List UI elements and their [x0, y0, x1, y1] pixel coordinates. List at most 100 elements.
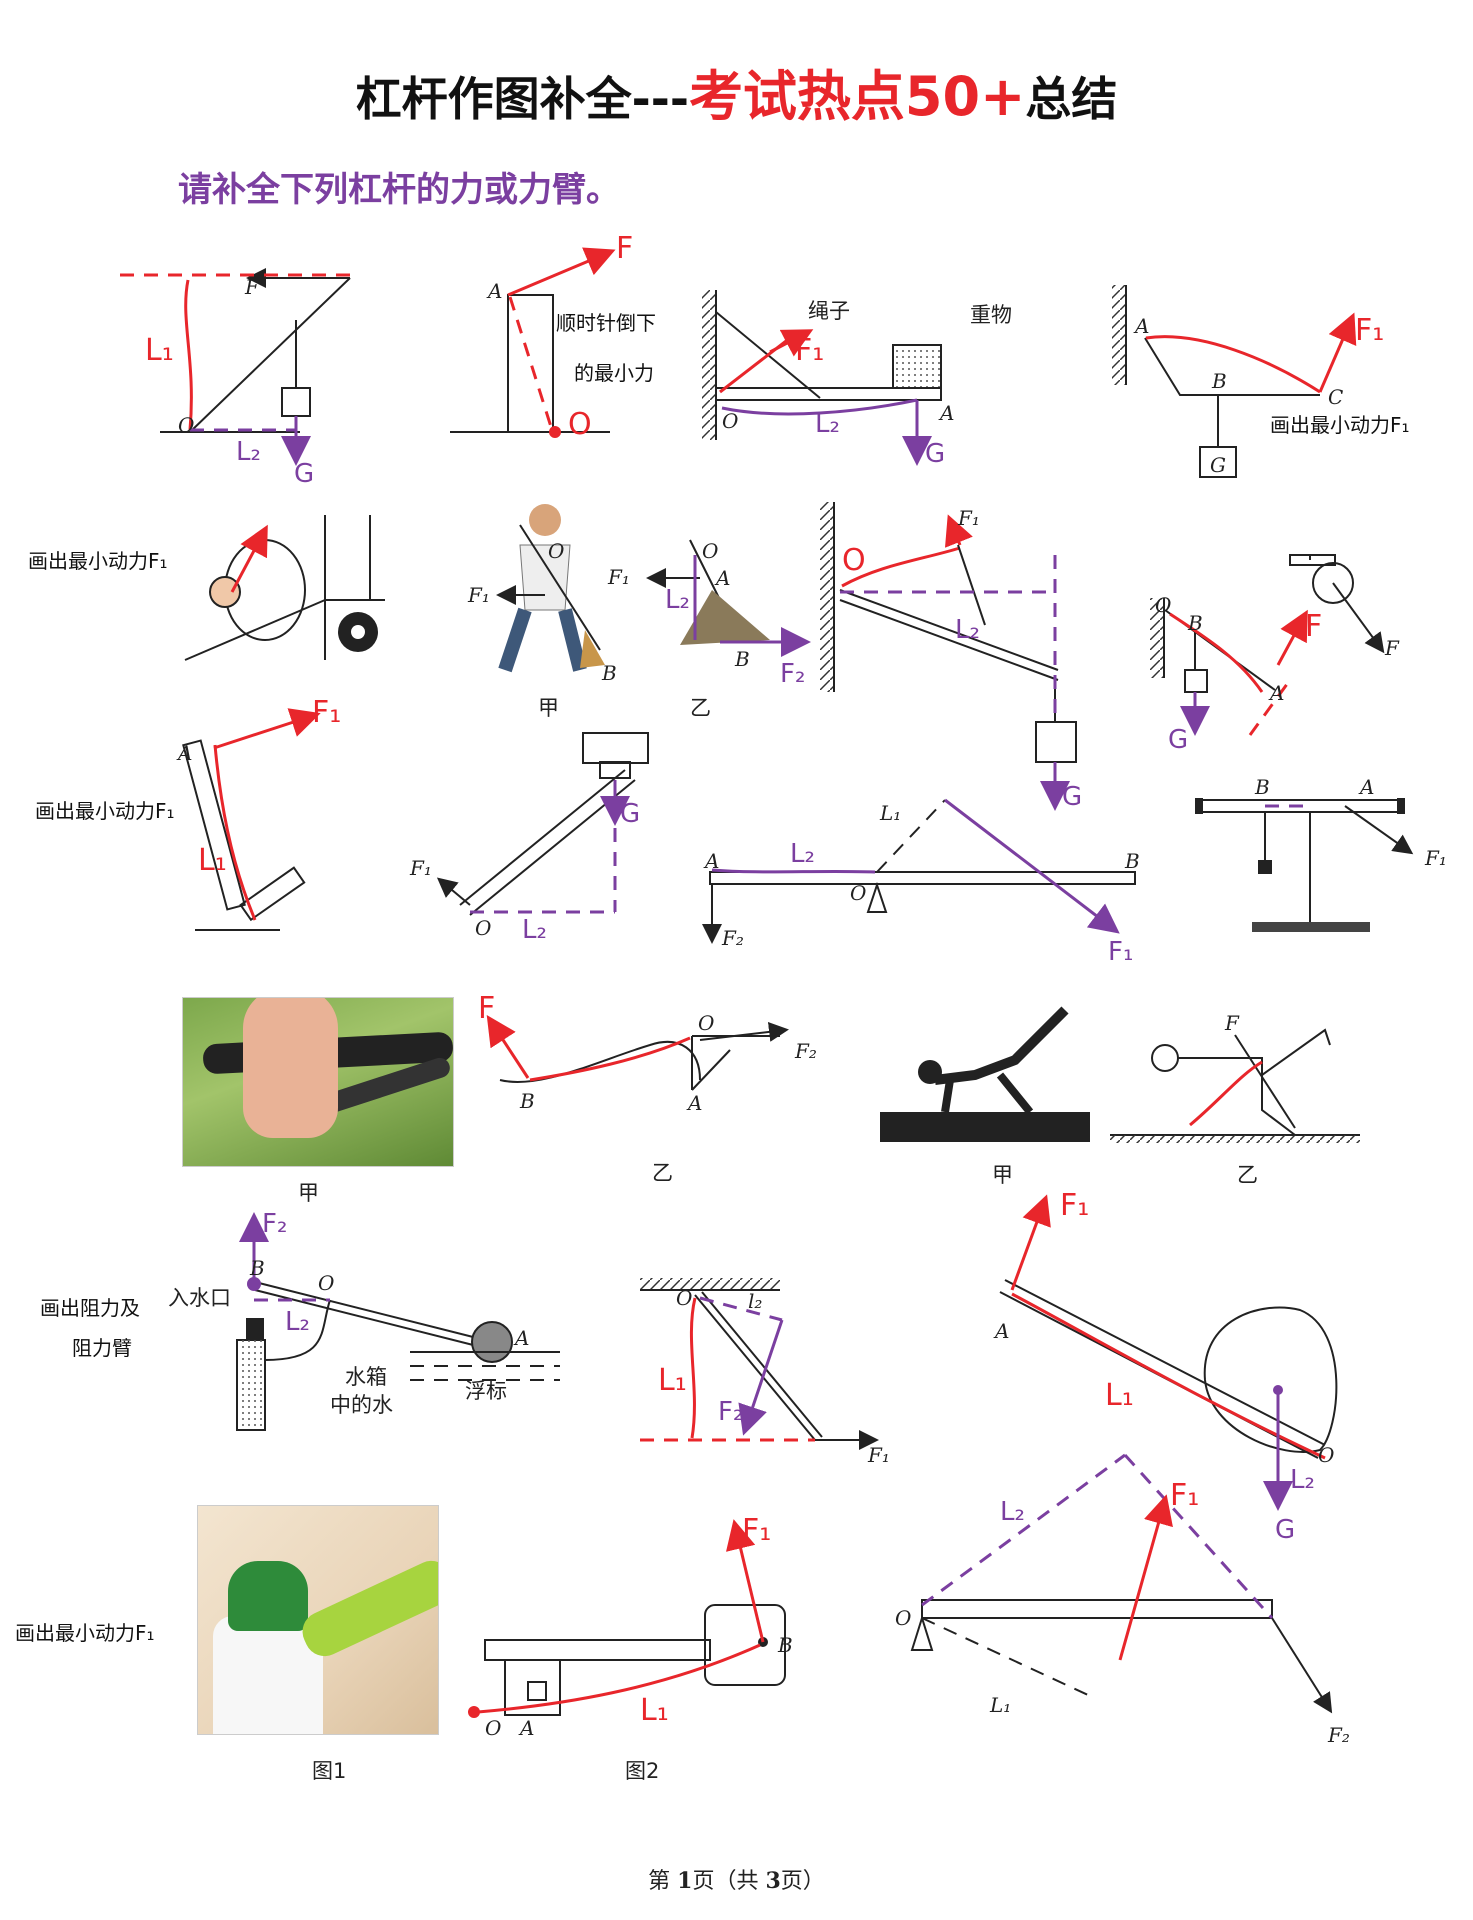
label-F1-r1-3: F₁ [795, 333, 824, 368]
caption-yi-r4-4: 乙 [1237, 1163, 1258, 1187]
label-O-r2-5: O [1155, 593, 1171, 617]
fig-r5-1: B O A F₂ L₂ 入水口 水箱 中的水 浮标 画出阻力及 阻力臂 [40, 1209, 560, 1431]
label-A-r4-2: A [686, 1091, 702, 1115]
label-L1-r5-2: L₁ [658, 1363, 687, 1398]
caption-jia-r4: 甲 [298, 1181, 319, 1205]
label-L1-r6-3: L₁ [989, 1693, 1011, 1717]
label-B-r2-2: B [601, 661, 617, 685]
label-weight: 重物 [970, 303, 1012, 327]
label-F-r1-2: F [616, 231, 633, 266]
label-O-r2-4: O [842, 543, 866, 578]
label-G-r1-3: G [925, 439, 945, 469]
label-rope: 绳子 [808, 299, 850, 323]
label-F1-r2-4: F₁ [957, 506, 980, 530]
note-clockwise-2: 的最小力 [574, 361, 654, 385]
label-A-r2-3: A [714, 566, 730, 590]
label-G-r2-5: G [1168, 725, 1188, 755]
label-O-r1-3: O [722, 409, 738, 433]
label-O-r6-2: O [485, 1716, 501, 1740]
fig-r2-2: F₁ O B 甲 [467, 504, 617, 720]
caption-fig2: 图2 [625, 1759, 659, 1783]
label-l2-r5-2: l₂ [748, 1289, 762, 1313]
label-O-r3-3: O [850, 881, 866, 905]
label-G-r1-4: G [1210, 453, 1226, 477]
label-L1-r3-1: L₁ [198, 843, 227, 878]
fig-r6-2: O A B F₁ L₁ 图2 [468, 1513, 793, 1783]
note-clockwise-1: 顺时针倒下 [556, 311, 656, 335]
fig-r2-5: O B A F F G [1150, 554, 1400, 755]
label-F2-r5-2: F₂ [718, 1397, 743, 1427]
fig-r5-3: A O F₁ L₁ G L₂ [993, 1188, 1338, 1545]
label-L2-r2-3: L₂ [665, 585, 690, 615]
footer-page: 1 [677, 1868, 693, 1894]
label-A-r1-3: A [938, 401, 954, 425]
fig-r3-3: A O B F₂ L₁ L₂ F₁ [702, 798, 1140, 967]
label-L2-r5-1: L₂ [285, 1307, 310, 1337]
label-F1-r5-3: F₁ [1060, 1188, 1089, 1223]
label-L2-r6-3: L₂ [1000, 1497, 1025, 1527]
label-B-r2-5: B [1187, 611, 1203, 635]
label-L2-r2-4: L₂ [955, 615, 980, 645]
label-F1-r4-2: F [478, 991, 495, 1026]
label-O-r1-2: O [568, 407, 592, 442]
note-min-force-r6: 画出最小动力F₁ [15, 1621, 155, 1645]
label-B-r5-1: B [249, 1256, 265, 1280]
footer-total: 3 [765, 1868, 781, 1894]
label-A-r3-3: A [703, 849, 719, 873]
fig-r2-1: 画出最小动力F₁ [28, 515, 385, 661]
caption-jia-r4-3: 甲 [992, 1163, 1013, 1187]
fig-r6-1: 画出最小动力F₁ 图1 [15, 1621, 346, 1783]
label-L2-r1-3: L₂ [815, 409, 840, 439]
label-F2-r4-2: F₂ [794, 1039, 817, 1063]
label-F1-r6-2: F₁ [742, 1513, 771, 1548]
label-O-r6-3: O [895, 1606, 911, 1630]
page-title: 杠杆作图补全---考试热点50+总结 [0, 52, 1473, 131]
caption-yi-r2: 乙 [690, 696, 711, 720]
label-C-r1-4: C [1328, 385, 1343, 409]
label-O-r5-3: O [1318, 1443, 1334, 1467]
label-A-r1-4: A [1133, 314, 1149, 338]
label-L2-r5-3: L₂ [1290, 1465, 1315, 1495]
label-F2-r6-3: F₂ [1327, 1723, 1350, 1747]
label-A-r3-1: A [176, 741, 192, 765]
label-L2-r3-2: L₂ [522, 915, 547, 945]
fig-r1-2: A F O 顺时针倒下 的最小力 [450, 231, 656, 442]
label-L1: L₁ [145, 333, 174, 368]
title-part1: 杠杆作图补全--- [355, 72, 689, 126]
fig-r3-1: A L₁ F₁ 画出最小动力F₁ [35, 695, 341, 931]
label-L2: L₂ [236, 437, 261, 467]
label-tank-water-2: 中的水 [330, 1393, 393, 1417]
label-O: O [178, 413, 194, 437]
fig-r6-3: O L₁ F₂ L₂ F₁ [895, 1453, 1350, 1747]
label-F1-r5-2: F₁ [867, 1443, 890, 1467]
label-O-r5-2: O [676, 1286, 692, 1310]
label-O-r3-2: O [475, 916, 491, 940]
label-A-r5-1: A [513, 1326, 529, 1350]
label-F2-r5-1: F₂ [262, 1209, 287, 1239]
label-F-pulley: F [1384, 636, 1400, 660]
fig-r5-2: O l₂ F₁ L₁ F₂ [640, 1278, 890, 1467]
label-L1-r5-3: L₁ [1105, 1378, 1134, 1413]
fig-r4-2: B O A F₂ F 乙 [478, 991, 817, 1185]
label-B-r2-3: B [734, 647, 750, 671]
label-F1-r3-1: F₁ [312, 695, 341, 730]
caption-fig1: 图1 [312, 1759, 346, 1783]
caption-yi-r4: 乙 [652, 1161, 673, 1185]
label-F1-r3-2: F₁ [409, 856, 432, 880]
label-F: F [244, 275, 260, 299]
label-A-r6-2: A [518, 1716, 534, 1740]
label-O-r5-1: O [318, 1271, 334, 1295]
note-min-force-r2: 画出最小动力F₁ [28, 549, 168, 573]
label-B-r3-3: B [1124, 849, 1140, 873]
photo-bottle-opener [197, 1505, 439, 1735]
fig-r4-3: 甲 [880, 1006, 1090, 1187]
footer-prefix: 第 [648, 1869, 678, 1894]
note-min-force-r3: 画出最小动力F₁ [35, 799, 175, 823]
label-F1-r6-3: F₁ [1170, 1478, 1199, 1513]
title-part2: 考试热点50+ [688, 65, 1026, 128]
label-F1-r2-2: F₁ [467, 583, 490, 607]
fig-r1-3: 绳子 重物 O A F₁ L₂ G [702, 290, 1012, 469]
label-F1-r1-4: F₁ [1355, 313, 1384, 348]
label-F1-r3-4: F₁ [1424, 846, 1447, 870]
